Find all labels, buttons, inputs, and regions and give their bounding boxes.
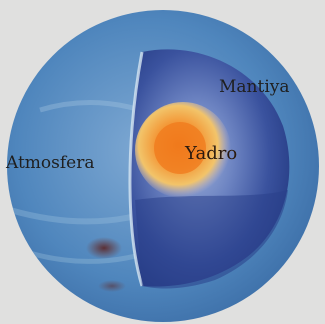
atmosphere-label: Atmosfera [6,153,95,173]
core-layer [135,102,231,198]
core-label: Yadro [185,143,238,164]
storm-spot [86,237,122,259]
mantle-label: Mantiya [219,77,290,97]
